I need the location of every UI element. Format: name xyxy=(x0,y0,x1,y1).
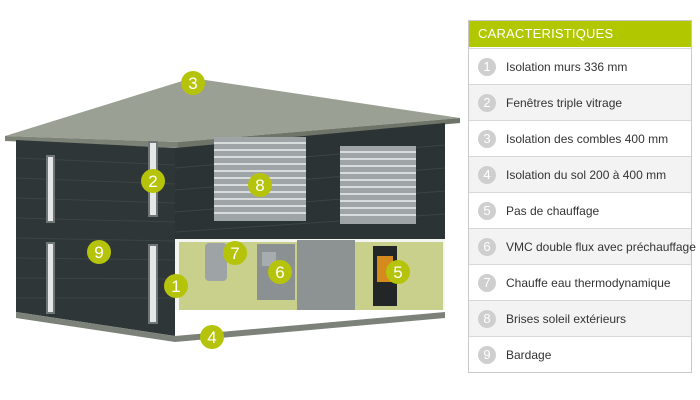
list-item-label: Chauffe eau thermodynamique xyxy=(506,276,671,290)
marker-8: 8 xyxy=(248,173,272,197)
house-illustration: 1 2 3 4 5 6 7 8 9 xyxy=(5,71,460,349)
panel-title: CARACTERISTIQUES xyxy=(469,21,691,47)
number-badge: 1 xyxy=(478,58,496,76)
list-item: 5 Pas de chauffage xyxy=(469,192,691,229)
left-wall xyxy=(16,140,175,336)
floor-slab xyxy=(16,312,445,342)
svg-text:6: 6 xyxy=(275,263,284,282)
marker-6: 6 xyxy=(268,260,292,284)
list-item-label: Isolation des combles 400 mm xyxy=(506,132,669,146)
list-item-label: VMC double flux avec préchauffage xyxy=(506,240,696,254)
number-badge: 5 xyxy=(478,202,496,220)
sun-shades xyxy=(214,137,416,224)
svg-text:4: 4 xyxy=(207,328,216,347)
svg-text:8: 8 xyxy=(255,176,264,195)
list-item-label: Brises soleil extérieurs xyxy=(506,312,627,326)
marker-7: 7 xyxy=(223,241,247,265)
svg-text:9: 9 xyxy=(94,243,103,262)
marker-9: 9 xyxy=(87,240,111,264)
roof xyxy=(5,78,460,142)
number-badge: 6 xyxy=(478,238,496,256)
marker-3: 3 xyxy=(181,71,205,95)
svg-text:2: 2 xyxy=(148,172,157,191)
list-item: 1 Isolation murs 336 mm xyxy=(469,48,691,85)
number-badge: 4 xyxy=(478,166,496,184)
list-item-label: Fenêtres triple vitrage xyxy=(506,96,623,110)
roof-edge-left xyxy=(5,136,178,148)
number-badge: 3 xyxy=(478,130,496,148)
list-item: 2 Fenêtres triple vitrage xyxy=(469,84,691,121)
marker-1: 1 xyxy=(164,274,188,298)
list-item: 6 VMC double flux avec préchauffage xyxy=(469,228,696,265)
list-item: 7 Chauffe eau thermodynamique xyxy=(469,264,691,301)
number-badge: 8 xyxy=(478,310,496,328)
list-item: 4 Isolation du sol 200 à 400 mm xyxy=(469,156,691,193)
svg-text:1: 1 xyxy=(171,277,180,296)
marker-2: 2 xyxy=(141,169,165,193)
list-item-label: Isolation murs 336 mm xyxy=(506,60,628,74)
characteristics-panel: CARACTERISTIQUES 1 Isolation murs 336 mm… xyxy=(468,20,696,373)
list-item-label: Pas de chauffage xyxy=(506,204,600,218)
svg-text:3: 3 xyxy=(188,74,197,93)
list-item: 3 Isolation des combles 400 mm xyxy=(469,120,691,157)
number-badge: 7 xyxy=(478,274,496,292)
number-badge: 9 xyxy=(478,346,496,364)
list-item: 8 Brises soleil extérieurs xyxy=(469,300,691,337)
list-item-label: Bardage xyxy=(506,348,552,362)
marker-4: 4 xyxy=(200,325,224,349)
number-badge: 2 xyxy=(478,94,496,112)
marker-5: 5 xyxy=(386,260,410,284)
svg-text:7: 7 xyxy=(230,244,239,263)
list-item: 9 Bardage xyxy=(469,336,691,373)
svg-text:5: 5 xyxy=(393,263,402,282)
list-item-label: Isolation du sol 200 à 400 mm xyxy=(506,168,667,182)
